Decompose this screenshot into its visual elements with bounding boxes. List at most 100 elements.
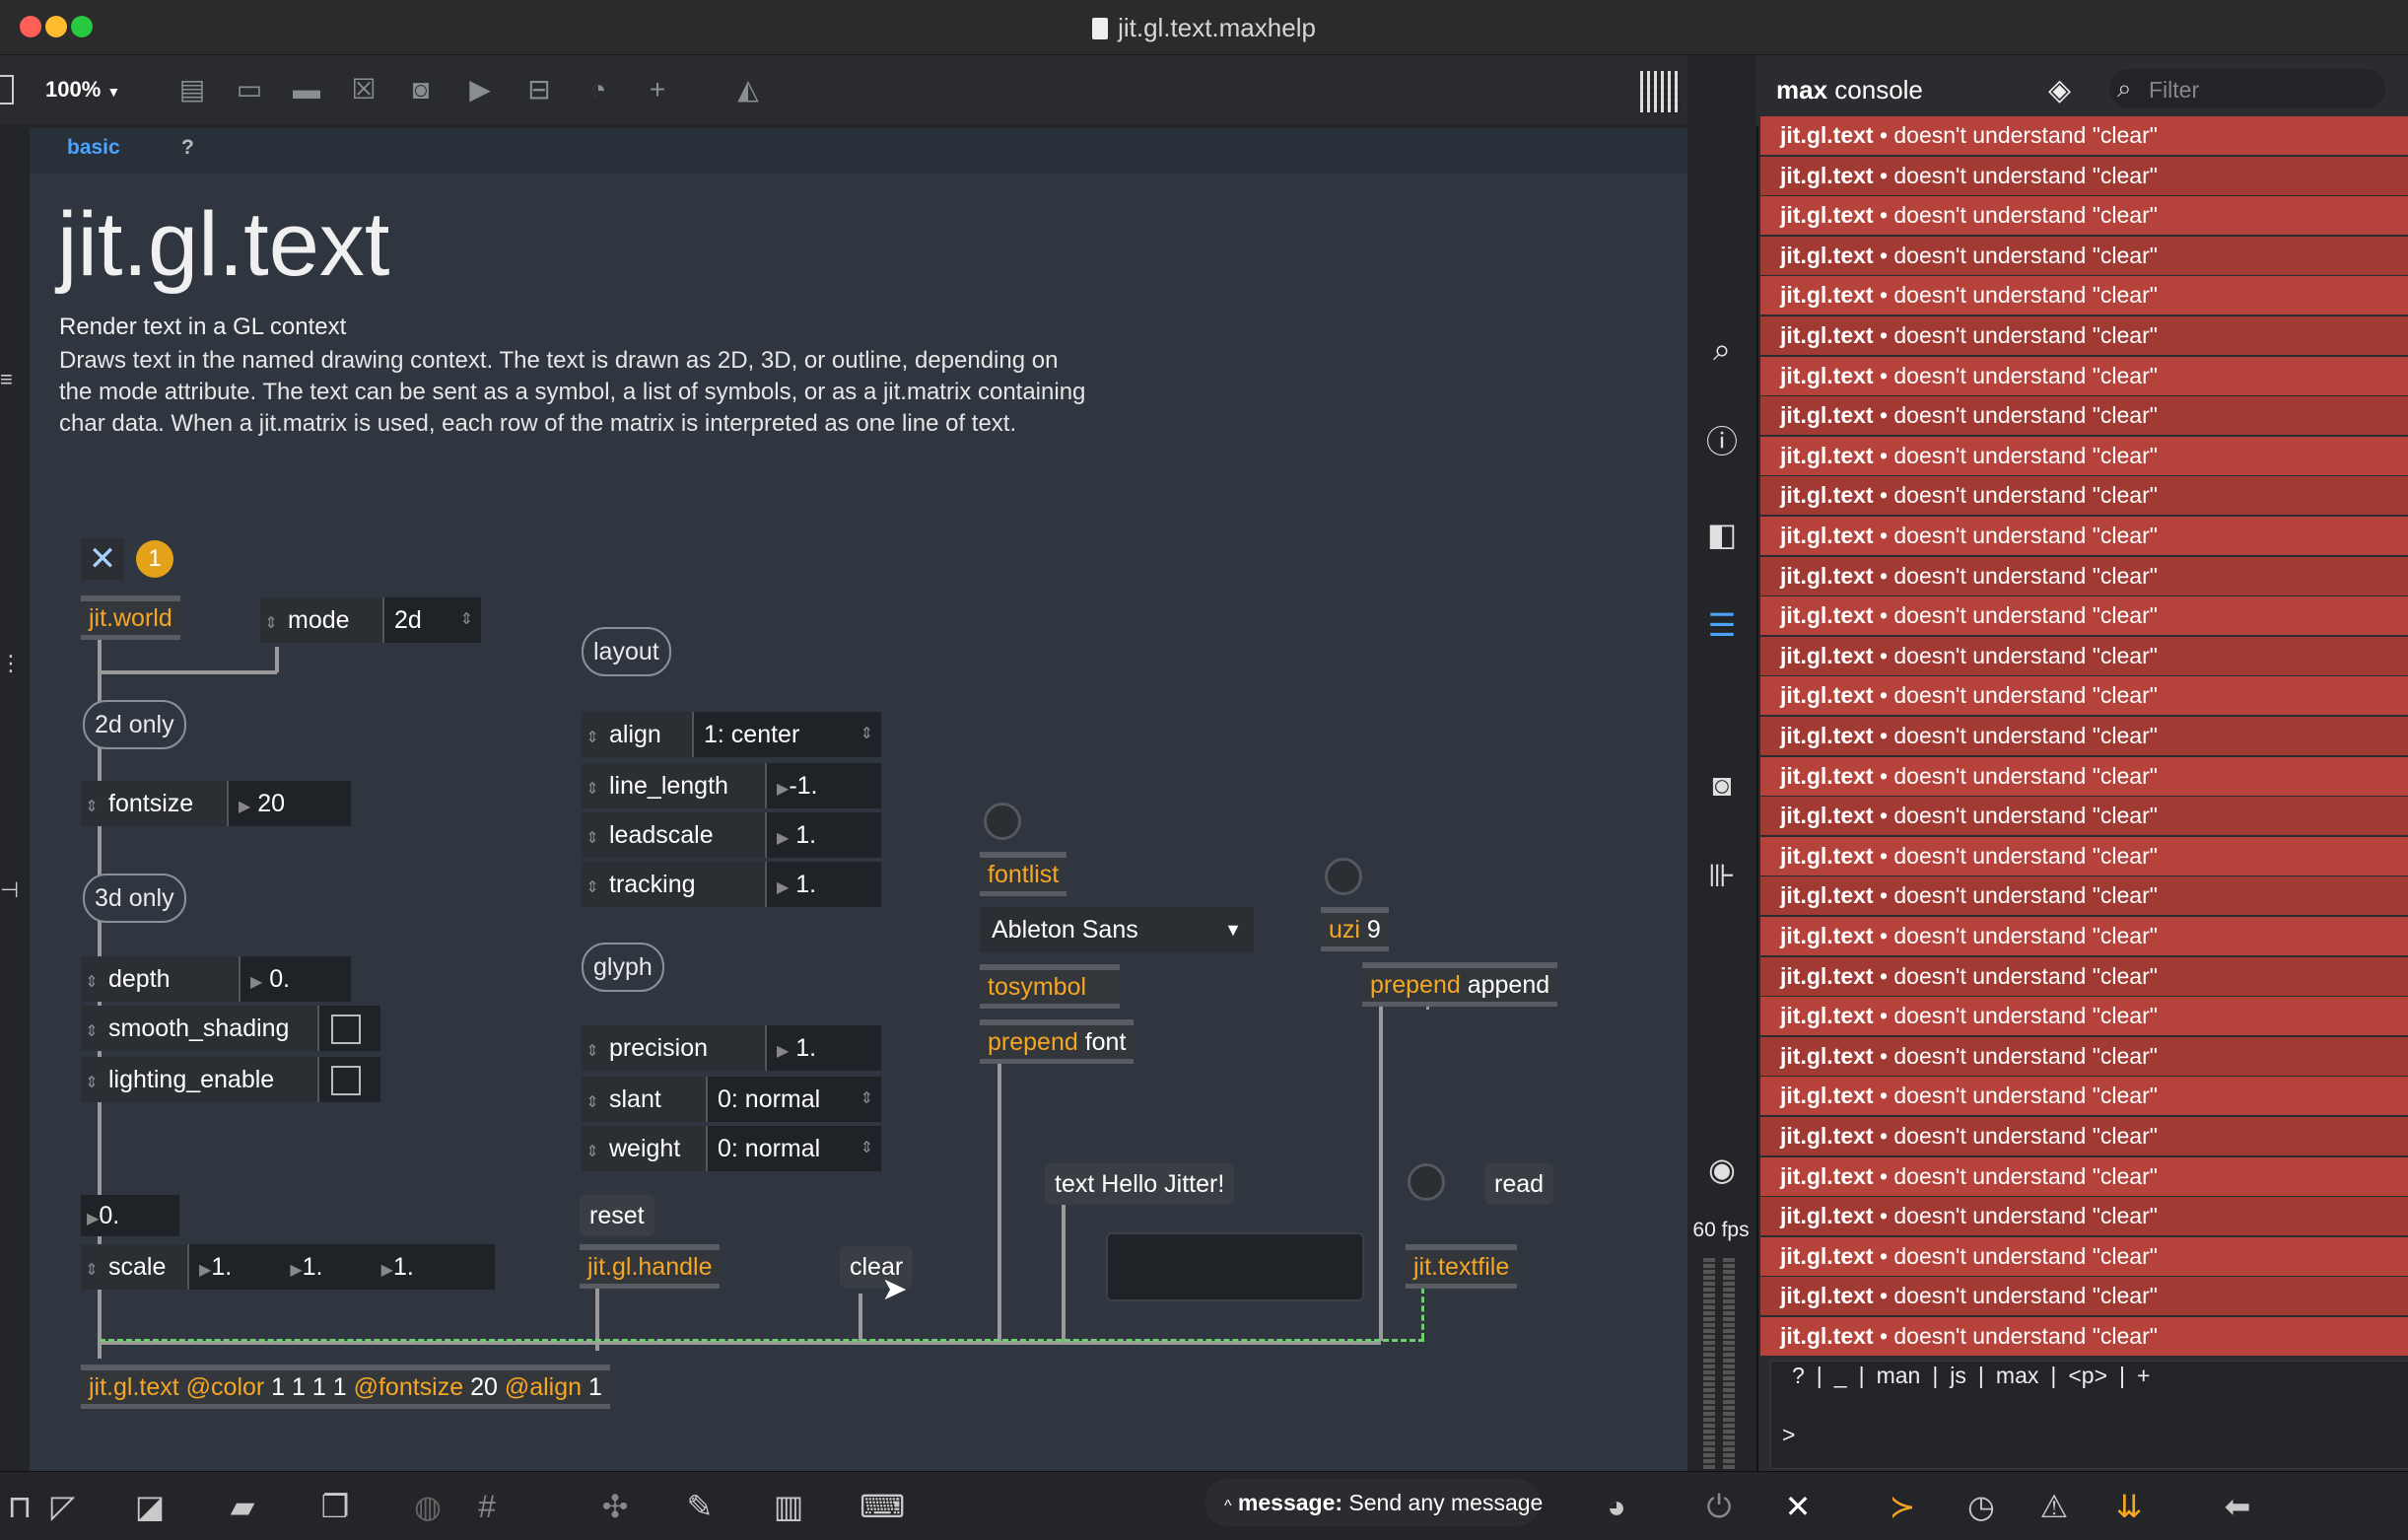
attr-value[interactable]: ▶ 1.	[765, 812, 881, 858]
attr-value[interactable]: ▶ 0.	[239, 956, 351, 1002]
matrix-view[interactable]	[1106, 1232, 1364, 1301]
console-link[interactable]: js	[1950, 1363, 1966, 1388]
diamond-nav-icon[interactable]: ◈	[2048, 74, 2072, 106]
back-arrow-icon[interactable]: ⬅	[2224, 1489, 2251, 1524]
jit-gl-text-object[interactable]: jit.gl.text @color 1 1 1 1 @fontsize 20 …	[81, 1365, 610, 1409]
slant-attrui[interactable]: ⇕slant 0: normal⇕	[582, 1077, 881, 1122]
console-row[interactable]: jit.gl.text • doesn't understand "clear"	[1760, 756, 2408, 796]
attr-value[interactable]: 0: normal⇕	[706, 1077, 881, 1122]
lock-icon[interactable]: ⊓	[7, 1489, 33, 1524]
jit-textfile-object[interactable]: jit.textfile	[1406, 1244, 1518, 1289]
edit-mode-icon[interactable]: ◸	[50, 1489, 76, 1524]
minimize-window-button[interactable]	[45, 16, 67, 37]
console-filter-box[interactable]: ⌕ Filter	[2109, 69, 2385, 108]
timestamp-icon[interactable]: ◷	[1967, 1489, 1995, 1524]
slider-object-icon[interactable]: ⊟	[527, 74, 551, 105]
left-patch-icon[interactable]: ⊣	[0, 877, 20, 902]
grid-icon[interactable]: #	[478, 1489, 496, 1524]
close-x-icon[interactable]: ✕	[81, 538, 124, 580]
clear-console-icon[interactable]: ✕	[1784, 1489, 1812, 1524]
attr-value[interactable]: ▶1.▶1.▶1.	[187, 1244, 495, 1290]
console-link[interactable]: ?	[1792, 1363, 1805, 1388]
wrench-icon[interactable]: ✎	[686, 1489, 714, 1524]
power-icon[interactable]: ⏻	[1706, 1489, 1732, 1524]
console-row[interactable]: jit.gl.text • doesn't understand "clear"	[1760, 156, 2408, 195]
scale-attrui[interactable]: ⇕scale ▶1.▶1.▶1.	[81, 1244, 495, 1290]
text-hello-message[interactable]: text Hello Jitter!	[1045, 1163, 1235, 1205]
prepend-font-object[interactable]: prepend font	[980, 1019, 1135, 1064]
console-row[interactable]: jit.gl.text • doesn't understand "clear"	[1760, 997, 2408, 1036]
lighting-enable-checkbox[interactable]	[331, 1066, 361, 1095]
console-row[interactable]: jit.gl.text • doesn't understand "clear"	[1760, 1236, 2408, 1276]
console-row[interactable]: jit.gl.text • doesn't understand "clear"	[1760, 676, 2408, 716]
tab-basic[interactable]: basic	[67, 136, 120, 159]
number-box[interactable]: ▶0.	[81, 1195, 179, 1236]
console-row[interactable]: jit.gl.text • doesn't understand "clear"	[1760, 636, 2408, 675]
console-row[interactable]: jit.gl.text • doesn't understand "clear"	[1760, 436, 2408, 475]
console-row[interactable]: jit.gl.text • doesn't understand "clear"	[1760, 276, 2408, 315]
weight-attrui[interactable]: ⇕weight 0: normal⇕	[582, 1126, 881, 1171]
jit-world-object[interactable]: jit.world	[81, 595, 180, 640]
tosymbol-object[interactable]: tosymbol	[980, 964, 1120, 1009]
depth-attrui[interactable]: ⇕depth ▶ 0.	[81, 956, 351, 1002]
leadscale-attrui[interactable]: ⇕leadscale ▶ 1.	[582, 812, 881, 858]
textfile-bang[interactable]	[1408, 1163, 1445, 1201]
record-icon[interactable]: ◉	[1708, 1152, 1736, 1187]
console-list-icon[interactable]: ☰	[1707, 607, 1737, 643]
presentation-icon[interactable]: ◪	[134, 1489, 166, 1524]
jit-gl-handle-object[interactable]: jit.gl.handle	[580, 1244, 721, 1289]
clear-message[interactable]: clear	[840, 1246, 914, 1288]
console-row[interactable]: jit.gl.text • doesn't understand "clear"	[1760, 316, 2408, 355]
uzi-bang[interactable]	[1325, 858, 1362, 895]
console-link[interactable]: <p>	[2068, 1363, 2107, 1388]
attr-value[interactable]: 0: normal⇕	[706, 1126, 881, 1171]
comment-icon[interactable]: ▬	[293, 74, 320, 105]
debug-icon[interactable]: ✣	[601, 1489, 629, 1524]
console-row[interactable]: jit.gl.text • doesn't understand "clear"	[1760, 876, 2408, 916]
info-icon[interactable]: ⓘ	[1705, 424, 1738, 459]
console-row[interactable]: jit.gl.text • doesn't understand "clear"	[1760, 1277, 2408, 1316]
add-object-icon[interactable]: +	[649, 74, 666, 105]
console-row[interactable]: jit.gl.text • doesn't understand "clear"	[1760, 236, 2408, 275]
hide-icon[interactable]: ◍	[414, 1489, 442, 1524]
piano-icon[interactable]: ▥	[773, 1489, 804, 1524]
search-icon[interactable]: ⌕	[1713, 331, 1731, 367]
console-row[interactable]: jit.gl.text • doesn't understand "clear"	[1760, 1117, 2408, 1155]
close-window-button[interactable]	[20, 16, 41, 37]
dial-object-icon[interactable]: ◔	[589, 74, 607, 105]
console-link[interactable]: +	[2136, 1363, 2151, 1388]
lighting-enable-attrui[interactable]: ⇕lighting_enable	[81, 1057, 380, 1102]
smooth-shading-attrui[interactable]: ⇕smooth_shading	[81, 1006, 380, 1051]
console-row[interactable]: jit.gl.text • doesn't understand "clear"	[1760, 596, 2408, 636]
uzi-object[interactable]: uzi 9	[1321, 907, 1389, 951]
js-prompt-icon[interactable]: ≻	[1889, 1489, 1916, 1524]
console-row[interactable]: jit.gl.text • doesn't understand "clear"	[1760, 517, 2408, 555]
attr-value[interactable]: ▶ 20	[227, 781, 351, 826]
console-row[interactable]: jit.gl.text • doesn't understand "clear"	[1760, 1077, 2408, 1116]
warning-icon[interactable]: ⚠	[2039, 1489, 2069, 1524]
comment-bubble-icon[interactable]: ▰	[230, 1489, 255, 1524]
zoom-dropdown[interactable]: 100% ▼	[45, 77, 121, 102]
new-object-icon[interactable]: ▭	[236, 74, 263, 105]
console-row[interactable]: jit.gl.text • doesn't understand "clear"	[1760, 196, 2408, 236]
attr-value[interactable]: ▶ 1.	[765, 1025, 881, 1071]
tab-help[interactable]: ?	[181, 136, 194, 159]
console-link[interactable]: max	[1995, 1363, 2039, 1388]
mixer-icon[interactable]: ⊪	[1708, 858, 1736, 893]
presentation-mode-icon[interactable]: ▤	[178, 74, 206, 105]
grid-toggle-icon[interactable]	[1640, 71, 1682, 112]
prepend-append-object[interactable]: prepend append	[1362, 962, 1558, 1007]
mode-attrui[interactable]: ⇕mode 2d⇕	[260, 597, 481, 643]
reset-message[interactable]: reset	[580, 1195, 654, 1236]
line-length-attrui[interactable]: ⇕line_length ▶-1.	[582, 763, 881, 808]
reference-book-icon[interactable]: ◧	[1706, 517, 1738, 552]
console-row[interactable]: jit.gl.text • doesn't understand "clear"	[1760, 476, 2408, 516]
message-status[interactable]: ^ message: Send any message	[1204, 1479, 1543, 1526]
snapshot-camera-icon[interactable]: ◙	[1712, 767, 1732, 803]
attr-value[interactable]: 2d⇕	[382, 597, 481, 643]
toggle-object-icon[interactable]: ◙	[412, 74, 430, 105]
console-row[interactable]: jit.gl.text • doesn't understand "clear"	[1760, 797, 2408, 836]
console-row[interactable]: jit.gl.text • doesn't understand "clear"	[1760, 116, 2408, 155]
console-row[interactable]: jit.gl.text • doesn't understand "clear"	[1760, 956, 2408, 996]
fontsize-attrui[interactable]: ⇕fontsize ▶ 20	[81, 781, 351, 826]
